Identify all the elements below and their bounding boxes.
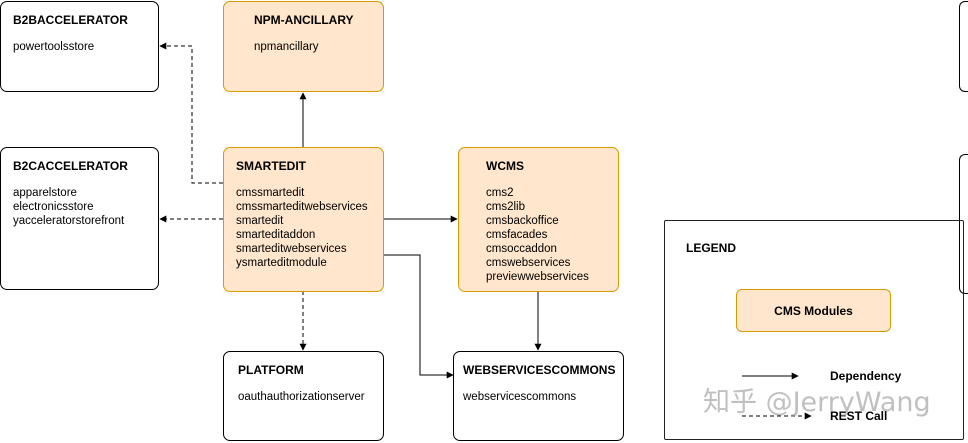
wcms-box[interactable]: WCMS cms2 cms2lib cmsbackoffice cmsfacad…: [458, 147, 619, 292]
module-item: npmancillary: [254, 41, 319, 53]
module-item: webservicescommons: [463, 391, 577, 403]
box-title: NPM-ANCILLARY: [254, 13, 354, 27]
module-item: electronicsstore: [13, 201, 94, 213]
offscreen-box-edge: [959, 1, 968, 92]
module-item: cmsoccaddon: [486, 243, 557, 255]
module-item: smarteditaddon: [236, 229, 316, 241]
module-item: ysmarteditmodule: [236, 257, 327, 269]
module-item: smartedit: [236, 215, 284, 227]
module-item: cms2lib: [486, 201, 525, 213]
module-item: cmsbackoffice: [486, 215, 559, 227]
module-item: cmswebservices: [486, 257, 571, 269]
module-item: smarteditwebservices: [236, 243, 347, 255]
module-item: cmssmartedit: [236, 187, 305, 199]
legend-rest-label: REST Call: [830, 409, 888, 423]
legend-lines: [742, 372, 812, 420]
legend-cms-module-label: CMS Modules: [774, 303, 853, 318]
legend-title: LEGEND: [686, 241, 737, 255]
npm-ancillary-box[interactable]: NPM-ANCILLARY npmancillary: [223, 1, 384, 92]
watermark-text: 知乎 @JerryWang: [703, 387, 931, 418]
module-item: yacceleratorstorefront: [13, 215, 125, 227]
edge-smartedit-webservicescommons: [383, 254, 454, 379]
box-title: WEBSERVICESCOMMONS: [463, 363, 616, 377]
box-title: B2BACCELERATOR: [13, 13, 128, 27]
module-item: cms2: [486, 187, 514, 199]
module-item: oauthauthorizationserver: [238, 391, 365, 403]
box-title: B2CACCELERATOR: [13, 159, 128, 173]
legend-dependency-label: Dependency: [830, 369, 902, 383]
platform-box[interactable]: PLATFORM oauthauthorizationserver: [223, 351, 384, 441]
module-item: previewwebservices: [486, 271, 589, 283]
box-title: SMARTEDIT: [236, 159, 306, 173]
box-title: PLATFORM: [238, 363, 304, 377]
module-item: apparelstore: [13, 187, 77, 199]
b2baccelerator-box[interactable]: B2BACCELERATOR powertoolsstore: [0, 1, 159, 92]
module-item: cmssmarteditwebservices: [236, 201, 368, 213]
box-title: WCMS: [486, 159, 524, 173]
legend-panel: LEGEND CMS Modules Dependency REST Call: [664, 220, 964, 440]
module-item: powertoolsstore: [13, 41, 95, 53]
edge-smartedit-b2b: [159, 42, 223, 184]
b2caccelerator-box[interactable]: B2CACCELERATOR apparelstore electronicss…: [0, 147, 159, 290]
webservicescommons-box[interactable]: WEBSERVICESCOMMONS webservicescommons: [453, 351, 624, 441]
smartedit-box[interactable]: SMARTEDIT cmssmartedit cmssmarteditwebse…: [223, 147, 384, 292]
module-item: cmsfacades: [486, 229, 548, 241]
legend-cms-module-swatch: CMS Modules: [736, 289, 891, 332]
